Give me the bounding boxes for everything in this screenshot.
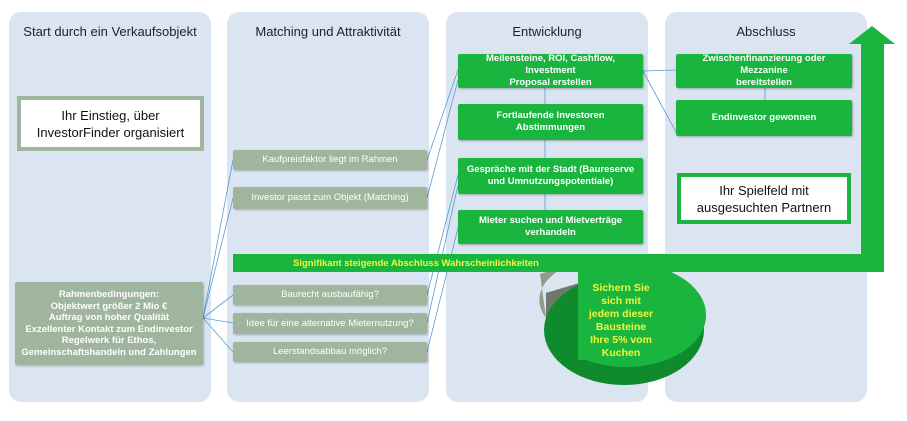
connector-line bbox=[202, 317, 234, 324]
item-line: Proposal erstellen bbox=[509, 77, 592, 88]
connector-line bbox=[642, 69, 677, 72]
connector-line bbox=[202, 197, 234, 319]
item-line: Fortlaufende Investoren Abstimmungen bbox=[496, 110, 605, 133]
item-line: Endinvestor gewonnen bbox=[711, 112, 817, 123]
banner-text: Signifikant steigende Abschluss Wahrsche… bbox=[293, 257, 539, 269]
pie-label-line: Kuchen bbox=[601, 347, 641, 359]
connector-line bbox=[202, 159, 234, 319]
column-title-start: Start durch ein Verkaufsobjekt bbox=[23, 24, 197, 39]
item-line: Mieter suchen und Mietverträge bbox=[478, 215, 623, 226]
matching-item-mieternutzung: Idee für eine alternative Mieternutzung? bbox=[233, 313, 427, 334]
connector-line bbox=[202, 317, 234, 353]
pie-label-line: Bausteine bbox=[595, 321, 647, 333]
einstieg-box: Ihr Einstieg, über InvestorFinder organi… bbox=[17, 96, 204, 151]
pie-main-top bbox=[586, 263, 707, 367]
pie-label-line: sich mit bbox=[601, 295, 641, 307]
item-line: Meilensteine, ROI, Cashflow, Investment bbox=[486, 53, 615, 76]
abschluss-item-zwischenfinanzierung: Zwischenfinanzierung oder Mezzanine bere… bbox=[676, 53, 852, 88]
entwicklung-item-mieter: Mieter suchen und Mietverträge verhandel… bbox=[458, 210, 643, 244]
matching-item-investor: Investor passt zum Objekt (Matching) bbox=[233, 187, 427, 209]
pie-slice-top bbox=[539, 262, 578, 318]
matching-item-kaufpreisfaktor: Kaufpreisfaktor liegt im Rahmen bbox=[233, 150, 427, 170]
connector-line bbox=[202, 294, 234, 319]
spielfeld-line-1: Ihr Spielfeld mit bbox=[719, 182, 809, 198]
item-line: Zwischenfinanzierung oder Mezzanine bbox=[702, 53, 826, 76]
rahmen-title: Rahmenbedingungen: bbox=[58, 289, 160, 300]
einstieg-line-2: InvestorFinder organisiert bbox=[36, 124, 185, 140]
item-line: verhandeln bbox=[525, 227, 576, 238]
einstieg-line-1: Ihr Einstieg, über bbox=[61, 107, 160, 123]
rahmen-line: Auftrag von hoher Qualität bbox=[48, 312, 170, 323]
rahmen-line: Exzellenter Kontakt zum Endinvestor bbox=[25, 323, 193, 335]
column-title-entwicklung: Entwicklung bbox=[512, 24, 582, 39]
rahmen-line: Regelwerk für Ethos, bbox=[61, 335, 157, 346]
entwicklung-item-abstimmungen: Fortlaufende Investoren Abstimmungen bbox=[458, 104, 643, 140]
item-line: bereitstellen bbox=[736, 77, 792, 88]
item-line: Gespräche mit der Stadt (Baureserve bbox=[466, 164, 635, 175]
connector-line bbox=[642, 70, 677, 133]
matching-item-leerstand: Leerstandsabbau möglich? bbox=[233, 342, 427, 362]
entwicklung-item-meilensteine: Meilensteine, ROI, Cashflow, Investment … bbox=[458, 53, 643, 88]
pie-main-fill bbox=[578, 268, 588, 360]
spielfeld-line-2: ausgesuchten Partnern bbox=[696, 199, 832, 215]
pie-label-line: Sichern Sie bbox=[592, 282, 650, 294]
pie-chart bbox=[539, 262, 707, 385]
pie-label: Sichern Sie sich mit jedem dieser Bauste… bbox=[584, 276, 658, 366]
column-title-abschluss: Abschluss bbox=[736, 24, 796, 39]
abschluss-item-endinvestor: Endinvestor gewonnen bbox=[676, 100, 852, 136]
connector-line bbox=[426, 174, 459, 296]
rahmen-box: Rahmenbedingungen: Objektwert größer 2 M… bbox=[15, 282, 203, 365]
connector-line bbox=[426, 69, 459, 161]
rahmen-line: Gemeinschaftshandeln und Zahlungen bbox=[21, 346, 197, 358]
spielfeld-box: Ihr Spielfeld mit ausgesuchten Partnern bbox=[677, 173, 851, 224]
up-arrow-icon bbox=[849, 26, 895, 272]
entwicklung-item-stadt: Gespräche mit der Stadt (Baureserve und … bbox=[458, 158, 643, 194]
connector-line bbox=[426, 227, 459, 353]
pie-label-line: Ihre 5% vom bbox=[590, 334, 652, 346]
pie-label-line: jedem dieser bbox=[588, 308, 654, 320]
connector-line bbox=[426, 79, 459, 199]
column-title-matching: Matching und Attraktivität bbox=[255, 24, 401, 39]
rahmen-line: Objektwert größer 2 Mio € bbox=[50, 300, 168, 312]
matching-item-baurecht: Baurecht ausbaufähig? bbox=[233, 285, 427, 305]
wahrscheinlichkeit-banner: Signifikant steigende Abschluss Wahrsche… bbox=[233, 254, 884, 272]
item-line: und Umnutzungspotentiale) bbox=[487, 176, 614, 187]
